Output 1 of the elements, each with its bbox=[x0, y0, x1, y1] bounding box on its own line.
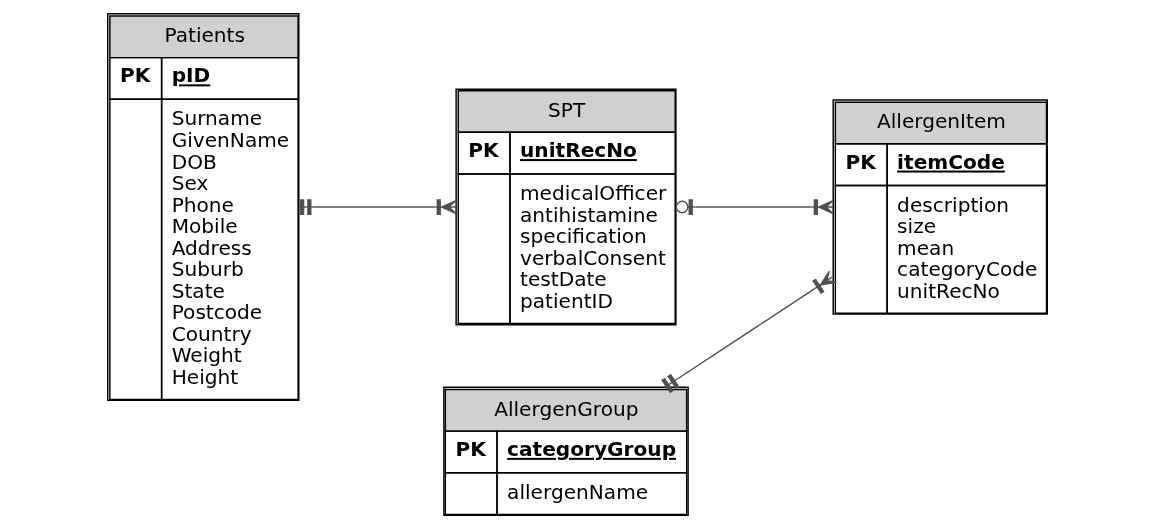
connector bbox=[661, 270, 838, 394]
